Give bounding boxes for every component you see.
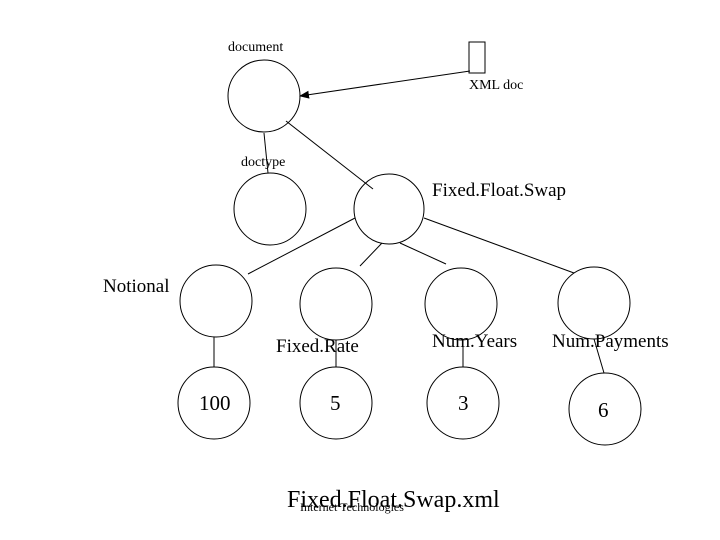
footer-filename: Fixed.Float.Swap.xml [287, 487, 500, 513]
edge-document-doctype [263, 132, 269, 174]
edge-swap-fixedrate [359, 242, 383, 267]
edge-numpayments-6 [593, 338, 605, 374]
node-notional [179, 264, 253, 338]
node-value-100 [177, 366, 251, 440]
node-num-payments [557, 266, 631, 340]
xml-doc-pointer-arrow [299, 70, 471, 99]
xml-doc-box [468, 41, 486, 74]
label-value-5: 5 [330, 391, 341, 415]
node-document [227, 59, 301, 133]
label-doctype: doctype [241, 155, 286, 170]
label-fixed-rate: Fixed.Rate [276, 336, 359, 357]
footer-overlay-text: Internet Technologies [300, 500, 404, 514]
node-value-5 [299, 366, 373, 440]
node-num-years [424, 267, 498, 341]
node-fixed-rate [299, 267, 373, 341]
label-value-100: 100 [199, 391, 231, 415]
label-notional: Notional [103, 276, 170, 297]
edge-swap-numyears [399, 242, 447, 265]
edge-swap-numpayments [423, 217, 575, 274]
label-document: document [228, 40, 284, 55]
label-num-years: Num.Years [432, 331, 518, 352]
label-value-3: 3 [458, 391, 469, 415]
edge-swap-notional [247, 217, 356, 275]
node-fixed-float-swap [353, 173, 425, 245]
label-xml-doc: XML doc [469, 78, 524, 93]
node-doctype [233, 172, 307, 246]
node-value-6 [568, 372, 642, 446]
node-value-3 [426, 366, 500, 440]
edge-document-fixedfloatswap [285, 120, 374, 190]
label-value-6: 6 [598, 398, 609, 422]
label-fixed-float-swap: Fixed.Float.Swap [432, 180, 567, 201]
label-num-payments: Num.Payments [552, 331, 669, 352]
